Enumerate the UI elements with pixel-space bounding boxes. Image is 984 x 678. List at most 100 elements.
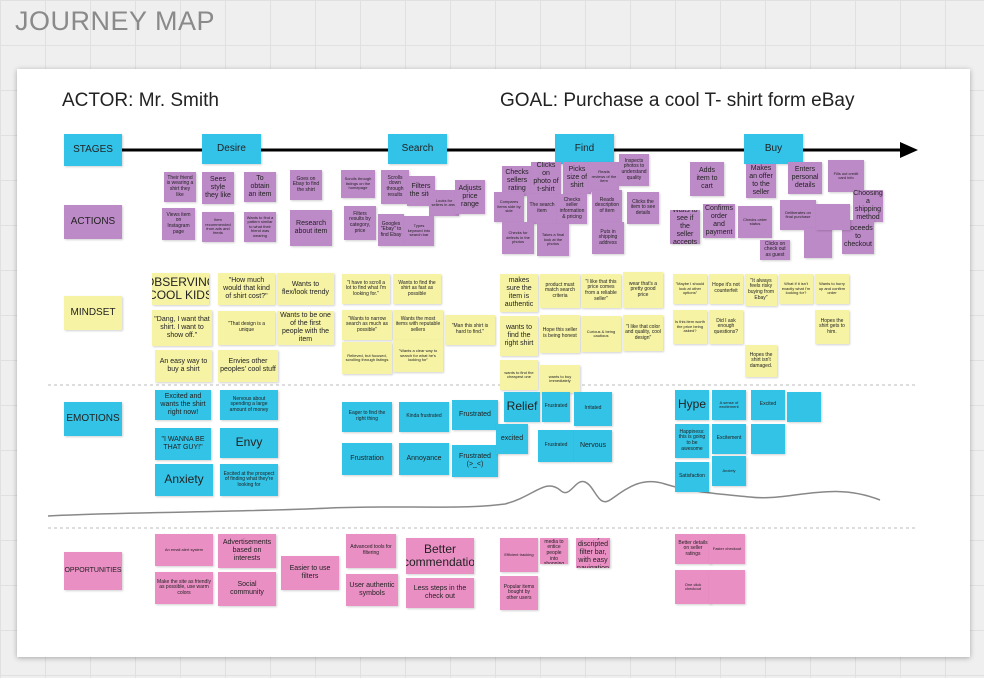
mindset-sticky: Relieved, but focused, scrolling through…	[342, 342, 392, 374]
emotion-sticky: excited	[496, 424, 528, 454]
row-label-opportunities: OPPORTUNITIES	[64, 552, 122, 590]
opportunity-sticky: Easy discripted filter bar, with easy na…	[576, 538, 610, 568]
emotion-sticky	[787, 392, 821, 422]
action-sticky: Adds item to cart	[690, 162, 724, 196]
action-sticky: Inspects photos to understand quality	[619, 154, 649, 186]
action-sticky: Reads reviews of the item	[589, 162, 619, 192]
action-sticky: Views item on Instagram page	[162, 208, 195, 240]
emotion-sticky: Excited and wants the shirt right now!	[155, 390, 211, 420]
action-sticky: Confirms order and payment	[703, 204, 735, 238]
opportunity-sticky: Use social media to entice people into s…	[540, 538, 568, 564]
action-sticky: Research about item	[290, 210, 332, 246]
row-label-stages: STAGES	[64, 134, 122, 166]
mindset-sticky: Hope this seller is being honest	[540, 315, 580, 353]
action-sticky: Enters personal details	[788, 162, 822, 194]
action-sticky: Waits to see if the seller accepts	[670, 210, 700, 244]
actor-heading: ACTOR: Mr. Smith	[62, 90, 219, 111]
mindset-sticky: Hopes the shirt isn't damaged.	[745, 345, 777, 377]
mindset-sticky: wear that's a pretty good price	[623, 272, 663, 308]
mindset-sticky: "Man this shirt is hard to find."	[445, 315, 495, 345]
action-sticky: Deliberates on final purchase	[780, 200, 816, 230]
emotion-sticky: Anxiety	[155, 464, 213, 496]
action-sticky: Checks order status	[738, 206, 772, 238]
action-sticky: Types keyword into search bar	[404, 216, 434, 246]
opportunity-sticky: User authentic symbols	[346, 574, 398, 606]
emotion-sticky: Frustrated (>_<)	[452, 445, 498, 477]
emotion-sticky: Frustrated	[542, 392, 570, 422]
emotion-sticky: Frustration	[342, 443, 392, 475]
opportunity-sticky: Easier to use filters	[281, 556, 339, 590]
row-label-emotions: EMOTIONS	[64, 402, 122, 436]
opportunity-sticky: Better recommendations	[406, 538, 474, 574]
mindset-sticky: "Wants a clear way to search for what he…	[393, 340, 443, 372]
action-sticky: Makes an offer to the seller	[746, 164, 776, 198]
row-label-mindset: MINDSET	[64, 296, 122, 330]
action-sticky: Checks for defects in the photos	[502, 222, 534, 254]
action-sticky: Reads description of item	[592, 190, 622, 222]
action-sticky: Picks size of shirt	[563, 162, 591, 194]
emotion-sticky: Envy	[220, 428, 278, 458]
mindset-sticky: Wants to flex/look trendy	[277, 273, 334, 305]
stage-buy: Buy	[744, 134, 803, 164]
action-sticky: Scrolls down through results	[381, 170, 409, 204]
emotion-sticky: A sense of excitement	[712, 390, 746, 420]
mindset-sticky: Hopes the shirt gets to him.	[815, 310, 849, 344]
stage-desire: Desire	[202, 134, 261, 164]
mindset-sticky: wants to find the cheapest one	[500, 360, 538, 390]
emotion-sticky: Kinda frustrated	[399, 402, 449, 432]
mindset-sticky: makes sure the item is authentic	[500, 274, 538, 312]
opportunity-sticky: Efficient tracking	[500, 538, 538, 572]
mindset-sticky: "It always feels risky buying from Ebay"	[745, 274, 777, 306]
stage-find: Find	[555, 134, 614, 164]
action-sticky: Googles "Ebay" to find Ebay	[378, 214, 404, 246]
action-sticky: To obtain an item	[244, 172, 276, 202]
goal-heading: GOAL: Purchase a cool T- shirt form eBay	[500, 90, 855, 111]
emotion-sticky: Hype	[675, 390, 709, 420]
opportunity-sticky: Advanced tools for filtering	[346, 534, 396, 568]
opportunity-sticky: An email alert system	[155, 534, 213, 566]
action-sticky	[804, 228, 832, 258]
action-sticky: Sees style they like	[202, 172, 234, 204]
emotion-sticky: Annoyance	[399, 443, 449, 475]
emotion-sticky: Anxiety	[712, 456, 746, 486]
action-sticky: Goes on Ebay to find the shirt	[290, 170, 322, 200]
mindset-sticky: product must match search criteria	[540, 274, 580, 308]
opportunity-sticky: One click checkout	[675, 570, 711, 604]
mindset-sticky: Curious & being cautious	[581, 316, 621, 352]
opportunity-sticky: Popular items bought by other users	[500, 576, 538, 610]
mindset-sticky: Wants to be one of the first people with…	[277, 311, 334, 345]
action-sticky: Choosing a shipping method	[853, 190, 883, 222]
action-sticky: Filters results by category, price	[344, 206, 376, 240]
mindset-sticky: "I like that color and quality, cool des…	[623, 315, 663, 351]
action-sticky: Item recommended from ads and feeds	[202, 212, 234, 242]
mindset-sticky: An easy way to buy a shirt	[155, 350, 212, 382]
mindset-sticky: Wants to find the shirt as fast as possi…	[393, 274, 441, 304]
emotion-sticky: Happiness: this is going to be awesome	[675, 424, 709, 458]
action-sticky	[816, 204, 850, 230]
opportunity-sticky: Social community	[218, 572, 276, 606]
emotion-sticky: Frustrated	[538, 430, 574, 462]
mindset-sticky: "I like that this price comes from a rel…	[581, 274, 621, 308]
action-sticky: Clicks on photo of t-shirt	[531, 162, 561, 194]
action-sticky: Scrolls through listings on the homepage	[341, 170, 375, 198]
emotion-sticky: Excitement	[712, 424, 746, 454]
action-sticky: Their friend is wearing a shirt they lik…	[164, 172, 196, 202]
emotion-sticky: Satisfaction	[675, 462, 709, 492]
mindset-sticky: "Maybe I should look at other options"	[673, 274, 707, 304]
emotion-sticky: "I WANNA BE THAT GUY!"	[155, 428, 211, 460]
emotion-sticky: Irritated	[574, 392, 612, 426]
action-sticky: Compares items side by side	[494, 192, 524, 222]
emotion-sticky: Nervous about spending a large amount of…	[220, 390, 278, 420]
opportunity-sticky: Better details on seller ratings	[675, 534, 711, 564]
action-sticky: Fills out credit card info	[828, 160, 864, 192]
mindset-sticky: "I have to scroll a lot to find what I'm…	[342, 274, 390, 304]
opportunity-sticky: Advertisements based on interests	[218, 534, 276, 568]
row-label-actions: ACTIONS	[64, 205, 122, 239]
mindset-sticky: "Wants to narrow search as much as possi…	[342, 310, 392, 340]
mindset-sticky: wants to find the right shirt	[500, 316, 538, 356]
mindset-sticky: Wants the most items with reputable sell…	[393, 310, 443, 340]
mindset-sticky: What if it isn't exactly what I'm lookin…	[779, 274, 813, 304]
action-sticky: Adjusts price range	[455, 180, 485, 214]
opportunity-sticky: Faster checkout	[709, 534, 745, 564]
emotion-sticky: Excited	[751, 390, 785, 420]
